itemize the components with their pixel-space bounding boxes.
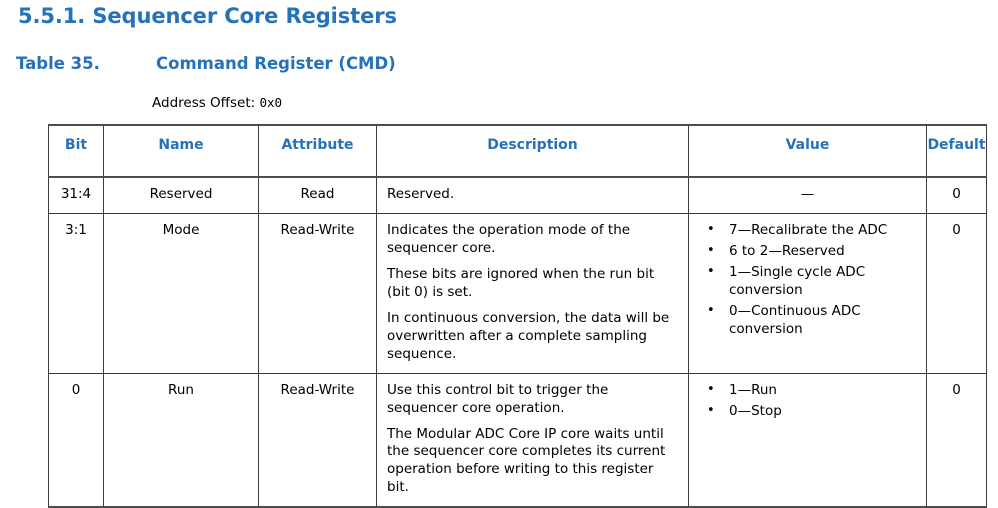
column-header-bit: Bit	[48, 125, 104, 178]
column-header-default: Default	[926, 125, 987, 178]
value-list-item: 0—Continuous ADC conversion	[699, 302, 916, 339]
table-row: 0 Run Read-Write Use this control bit to…	[48, 372, 987, 508]
table-caption: Table 35. Command Register (CMD)	[16, 54, 396, 73]
cell-value: 1—Run 0—Stop	[688, 372, 927, 508]
column-header-description: Description	[376, 125, 689, 178]
cell-attribute: Read	[258, 177, 377, 214]
cell-attribute: Read-Write	[258, 212, 377, 374]
cell-name: Mode	[103, 212, 259, 374]
cell-default: 0	[926, 212, 987, 374]
description-paragraph: These bits are ignored when the run bit …	[387, 265, 655, 300]
address-offset: Address Offset: 0x0	[152, 95, 282, 111]
section-heading: 5.5.1. Sequencer Core Registers	[18, 4, 397, 28]
value-list-item: 1—Run	[699, 381, 916, 400]
cell-name: Reserved	[103, 177, 259, 214]
column-header-name: Name	[103, 125, 259, 178]
value-list-item: 7—Recalibrate the ADC	[699, 221, 916, 240]
address-offset-label: Address Offset:	[152, 95, 256, 111]
value-dash: —	[800, 186, 815, 202]
column-header-attribute: Attribute	[258, 125, 377, 178]
description-paragraph: Use this control bit to trigger the sequ…	[387, 381, 609, 416]
description-paragraph: Reserved.	[387, 186, 455, 202]
cell-value: —	[688, 177, 927, 214]
cell-bit: 3:1	[48, 212, 104, 374]
cell-description: Use this control bit to trigger the sequ…	[376, 372, 689, 508]
table-row: 3:1 Mode Read-Write Indicates the operat…	[48, 212, 987, 374]
table-row: 31:4 Reserved Read Reserved. — 0	[48, 177, 987, 214]
cell-bit: 0	[48, 372, 104, 508]
cell-name: Run	[103, 372, 259, 508]
cell-default: 0	[926, 177, 987, 214]
value-list-item: 0—Stop	[699, 402, 916, 421]
cell-description: Indicates the operation mode of the sequ…	[376, 212, 689, 374]
cell-attribute: Read-Write	[258, 372, 377, 508]
column-header-value: Value	[688, 125, 927, 178]
description-paragraph: Indicates the operation mode of the sequ…	[387, 221, 631, 256]
table-caption-title: Command Register (CMD)	[156, 54, 396, 73]
table-body: 31:4 Reserved Read Reserved. — 0 3:1 Mod…	[48, 177, 987, 508]
value-list: 1—Run 0—Stop	[699, 381, 916, 421]
value-list-item: 1—Single cycle ADC conversion	[699, 263, 916, 300]
cell-default: 0	[926, 372, 987, 508]
value-list-item: 6 to 2—Reserved	[699, 242, 916, 261]
description-paragraph: The Modular ADC Core IP core waits until…	[387, 425, 666, 496]
document-page: 5.5.1. Sequencer Core Registers Table 35…	[0, 0, 998, 495]
cell-value: 7—Recalibrate the ADC 6 to 2—Reserved 1—…	[688, 212, 927, 374]
cell-description: Reserved.	[376, 177, 689, 214]
table-header-row: Bit Name Attribute Description Value Def…	[48, 125, 987, 178]
table-caption-label: Table 35.	[16, 54, 100, 73]
description-paragraph: In continuous conversion, the data will …	[387, 309, 670, 362]
value-list: 7—Recalibrate the ADC 6 to 2—Reserved 1—…	[699, 221, 916, 339]
address-offset-value: 0x0	[259, 95, 283, 110]
cell-bit: 31:4	[48, 177, 104, 214]
command-register-table: Bit Name Attribute Description Value Def…	[48, 124, 987, 508]
